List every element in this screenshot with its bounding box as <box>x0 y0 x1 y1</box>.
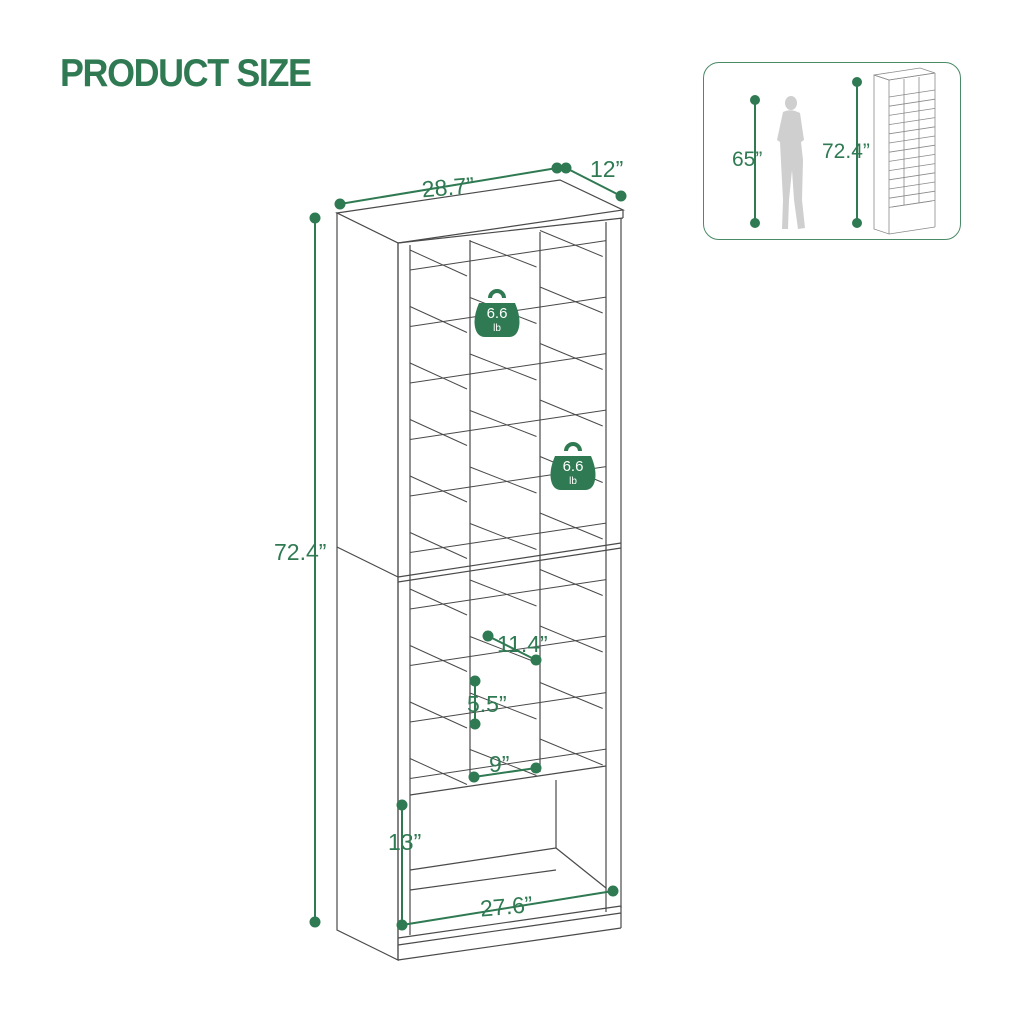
shelf-slope <box>409 362 468 390</box>
shelf-line <box>539 635 607 647</box>
height-label: 72.4” <box>274 539 326 565</box>
weight-badge-1: 6.6 lb <box>474 289 520 337</box>
shelf-slope <box>539 399 603 427</box>
thumb-shelf <box>888 172 936 181</box>
thumb-shelf <box>888 190 936 199</box>
cubby-width-label: 9” <box>489 751 509 777</box>
shelf-line <box>539 522 607 534</box>
shelf-slope <box>409 306 468 333</box>
inset-cabinet-height-label: 72.4” <box>822 140 870 163</box>
shelf-line <box>469 476 541 488</box>
shelf-line <box>409 769 471 779</box>
shelf-line <box>409 656 471 666</box>
weight-value: 6.6 <box>487 305 508 322</box>
thumb-shelf <box>888 135 936 144</box>
shelf-slope <box>469 410 537 437</box>
weight-unit: lb <box>569 476 577 487</box>
weight-value: 6.6 <box>563 458 584 475</box>
weight-icon <box>474 289 520 337</box>
shelf-line <box>409 260 471 271</box>
shelf-line <box>539 353 607 364</box>
shelf-slope <box>409 758 468 785</box>
shelf-line <box>409 712 471 723</box>
shelf-line <box>469 645 541 657</box>
person-silhouette <box>777 96 805 229</box>
shelf-line <box>409 317 471 327</box>
weight-badge-2: 6.6 lb <box>550 442 596 490</box>
shelf-line <box>409 486 471 497</box>
shelf-slope <box>409 475 468 503</box>
shelf-slope <box>409 249 468 277</box>
shelf-slope <box>469 523 537 550</box>
shelf-line <box>539 692 607 703</box>
thumb-shelf <box>888 163 936 171</box>
width-label: 28.7” <box>421 172 476 202</box>
shelf-slope <box>539 625 603 653</box>
shelf-slope <box>539 286 603 314</box>
shelf-slope <box>469 749 537 776</box>
cubby-depth-label: 11.4” <box>497 631 548 657</box>
depth-label: 12” <box>590 156 623 182</box>
shelf-line <box>469 589 541 601</box>
shelf-slope <box>409 645 468 672</box>
page-title: PRODUCT SIZE <box>60 52 312 95</box>
scale-inset: 65” 72.4” <box>732 67 936 235</box>
shelf-slope <box>539 682 603 709</box>
shelf-slope <box>469 636 537 663</box>
shelf-line <box>409 373 471 384</box>
shelf-line <box>539 296 607 308</box>
thumb-shelf <box>888 98 936 107</box>
thumb-shelf <box>888 117 936 125</box>
shelf-line <box>539 748 607 760</box>
shelf-slope <box>539 569 603 596</box>
thumb-shelf <box>888 154 936 162</box>
shelf-line <box>409 430 471 440</box>
shelf-slope <box>409 588 468 616</box>
weight-unit: lb <box>493 323 501 334</box>
thumb-shelf <box>888 126 936 135</box>
shelf-line <box>469 758 541 770</box>
shelf-line <box>469 419 541 431</box>
shelf-line <box>469 363 541 375</box>
weight-icon <box>550 442 596 490</box>
shelf-slope <box>539 343 603 370</box>
thumb-shelf <box>888 89 936 98</box>
shelf-line <box>469 702 541 714</box>
bottom-height-label: 13” <box>388 829 421 855</box>
shelf-slope <box>409 532 468 559</box>
shelf-line <box>539 240 607 251</box>
shelf-line <box>409 599 471 610</box>
shelf-slope <box>469 240 537 268</box>
shelf-line <box>409 543 471 553</box>
shelf-line <box>469 250 541 262</box>
shelf-slope <box>539 512 603 540</box>
shelf-slope <box>539 230 603 257</box>
thumb-shelf <box>888 181 936 190</box>
thumb-shelf <box>888 144 936 153</box>
shoe-cubbies <box>409 230 607 785</box>
dimension-lines <box>309 162 627 931</box>
shelf-line <box>539 409 607 421</box>
shelf-line <box>539 579 607 590</box>
person-height-label: 65” <box>732 148 762 171</box>
shelf-slope <box>469 466 537 494</box>
cubby-height-label: 5.5” <box>467 691 507 717</box>
shelf-slope <box>469 692 537 720</box>
cabinet <box>335 179 626 961</box>
shelf-slope <box>539 738 603 766</box>
scale-inset-frame <box>703 62 961 240</box>
shelf-slope <box>469 579 537 607</box>
shelf-slope <box>469 353 537 381</box>
thumb-shelf <box>888 108 936 116</box>
cabinet-thumbnail <box>873 67 936 235</box>
inner-width-label: 27.6” <box>479 891 534 921</box>
shelf-slope <box>409 701 468 729</box>
shelf-slope <box>409 419 468 446</box>
shelf-line <box>469 532 541 544</box>
